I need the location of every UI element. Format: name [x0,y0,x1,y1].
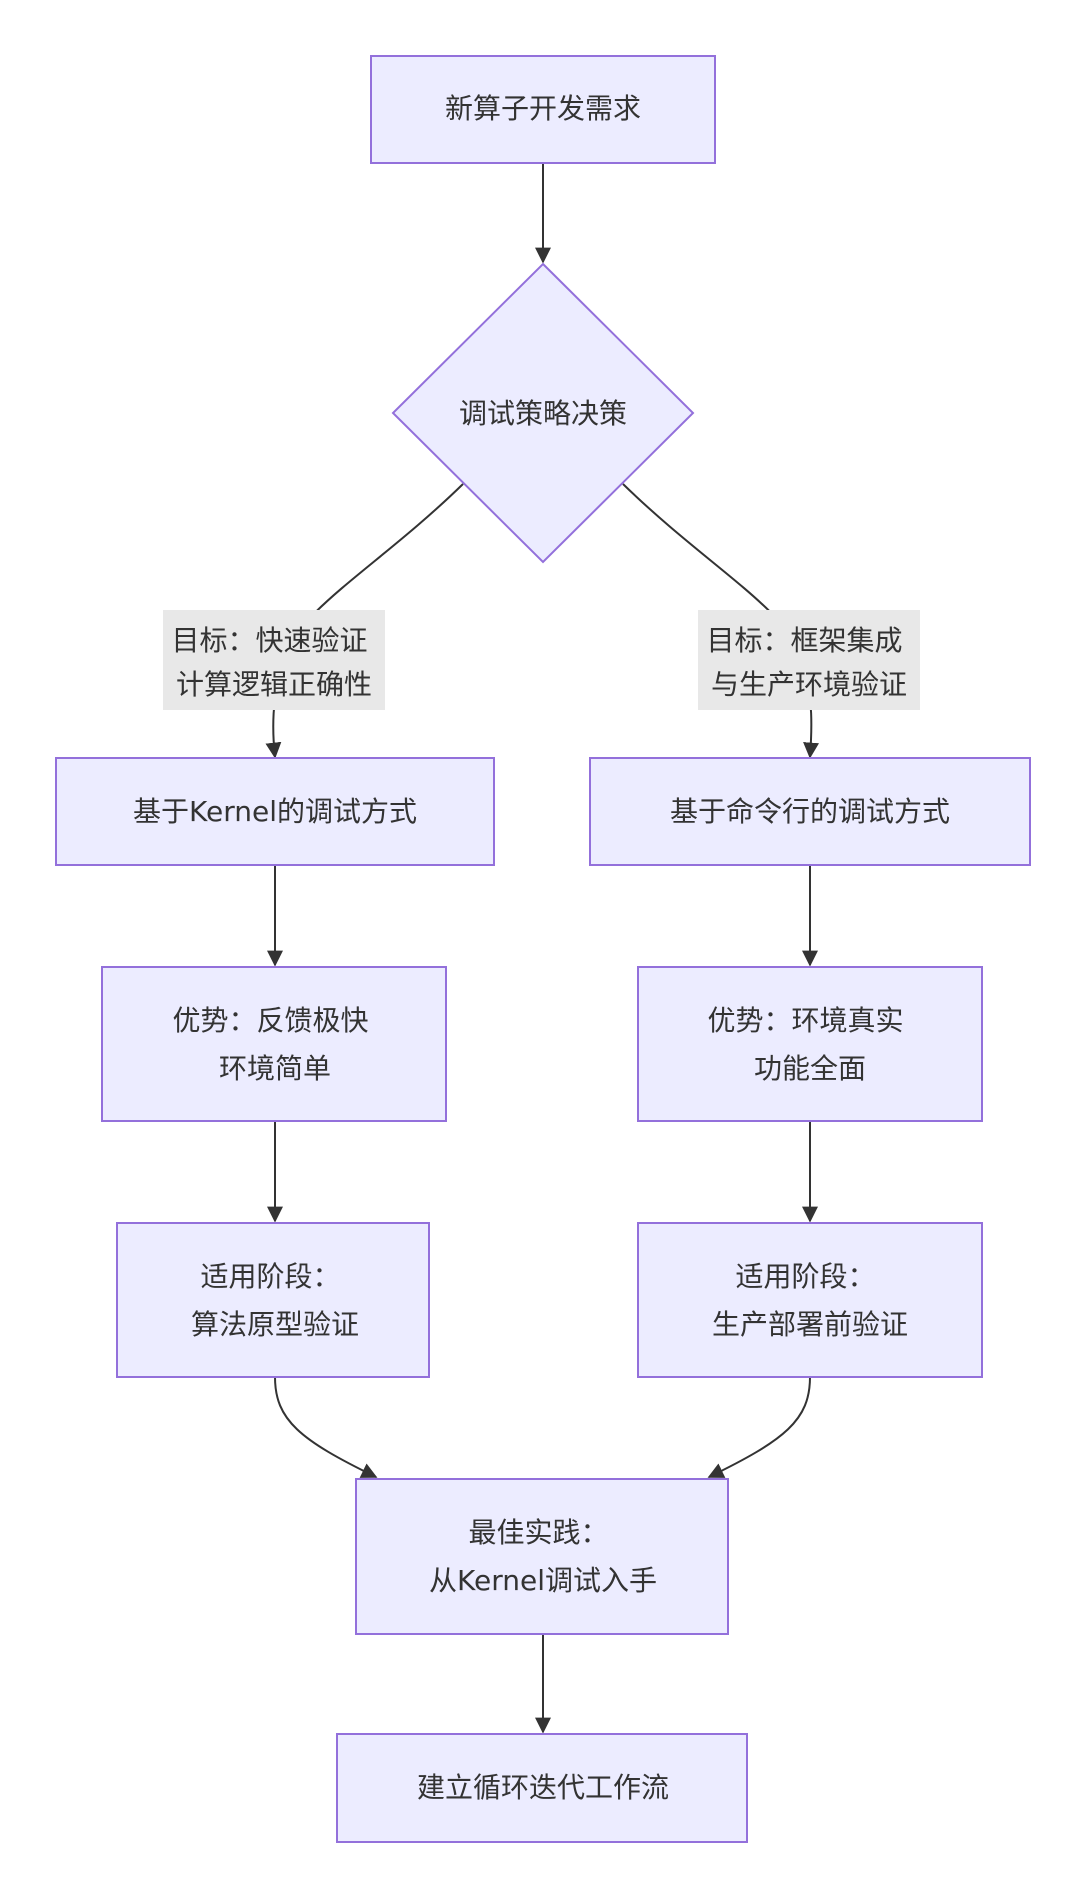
node-end: 建立循环迭代工作流 [336,1733,748,1843]
svg-text:建立循环迭代工作流: 建立循环迭代工作流 [417,1771,669,1804]
node-kernel-stage: 适用阶段： 算法原型验证 [116,1222,430,1378]
node-cli-stage: 适用阶段： 生产部署前验证 [637,1222,983,1378]
node-start: 新算子开发需求 [370,55,716,164]
svg-text:优势：反馈极快 环境简单: 优势：反馈极快 环境简单 [173,1004,378,1085]
edge-label-right: 目标：框架集成 与生产环境验证 [698,610,920,710]
node-cli-method: 基于命令行的调试方式 [589,757,1031,866]
edge-cli-stage-to-best [707,1376,811,1478]
node-decision: 调试策略决策 [391,262,695,564]
edge-kernel-stage-to-best [274,1376,378,1478]
node-cli-advantage: 优势：环境真实 功能全面 [637,966,983,1122]
svg-text:基于命令行的调试方式: 基于命令行的调试方式 [670,795,950,828]
svg-text:目标：快速验证 计算逻辑正确性: 目标：快速验证 计算逻辑正确性 [172,624,377,701]
node-kernel-advantage: 优势：反馈极快 环境简单 [101,966,447,1122]
node-best-practice: 最佳实践： 从Kernel调试入手 [355,1478,729,1635]
edge-label-left: 目标：快速验证 计算逻辑正确性 [163,610,385,710]
svg-text:最佳实践： 从Kernel调试入手: 最佳实践： 从Kernel调试入手 [429,1516,657,1597]
svg-text:基于Kernel的调试方式: 基于Kernel的调试方式 [133,795,417,828]
svg-text:适用阶段： 算法原型验证: 适用阶段： 算法原型验证 [191,1260,359,1341]
svg-text:调试策略决策: 调试策略决策 [459,397,627,430]
svg-text:适用阶段： 生产部署前验证: 适用阶段： 生产部署前验证 [712,1260,908,1341]
node-kernel-method: 基于Kernel的调试方式 [55,757,495,866]
svg-text:新算子开发需求: 新算子开发需求 [445,92,641,125]
svg-text:优势：环境真实 功能全面: 优势：环境真实 功能全面 [708,1004,913,1085]
svg-text:目标：框架集成 与生产环境验证: 目标：框架集成 与生产环境验证 [707,624,912,701]
